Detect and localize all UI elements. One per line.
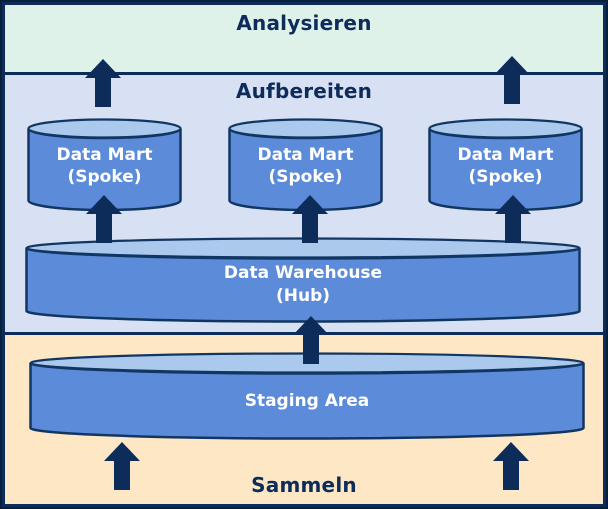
flow-arrow-hub-to-spoke-1-icon [86,195,122,243]
flow-arrow-up-right-to-analysieren-icon [494,56,530,104]
layer-label-analysieren: Analysieren [236,11,372,35]
flow-arrow-sammeln-to-staging-left-icon [104,442,140,490]
data-mart-3-line1: Data Mart [457,145,554,165]
data-mart-1-line1: Data Mart [56,145,153,165]
data-mart-2-label: Data Mart (Spoke) [228,144,383,188]
cylinder-data-mart-1 [27,118,182,211]
data-warehouse-line1: Data Warehouse [223,263,383,283]
flow-arrow-hub-to-spoke-2-icon [292,195,328,243]
data-mart-3-line2: (Spoke) [468,167,543,187]
data-warehouse-hub-label: Data Warehouse (Hub) [25,262,581,308]
flow-arrow-hub-to-spoke-3-icon [495,195,531,243]
layer-label-aufbereiten: Aufbereiten [235,79,373,103]
flow-arrow-sammeln-to-staging-right-icon [493,442,529,490]
data-mart-2-line2: (Spoke) [268,167,343,187]
flow-arrow-up-left-to-analysieren-icon [85,59,121,107]
data-mart-2-line1: Data Mart [257,145,354,165]
data-mart-3-label: Data Mart (Spoke) [428,144,583,188]
data-mart-1-line2: (Spoke) [67,167,142,187]
layer-label-sammeln: Sammeln [251,473,357,497]
cylinder-data-mart-3 [428,118,583,211]
data-mart-1-label: Data Mart (Spoke) [27,144,182,188]
staging-area-label: Staging Area [244,391,370,411]
flow-arrow-staging-to-hub-icon [293,316,329,364]
data-warehouse-line2: (Hub) [275,286,331,306]
cylinder-data-mart-2 [228,118,383,211]
